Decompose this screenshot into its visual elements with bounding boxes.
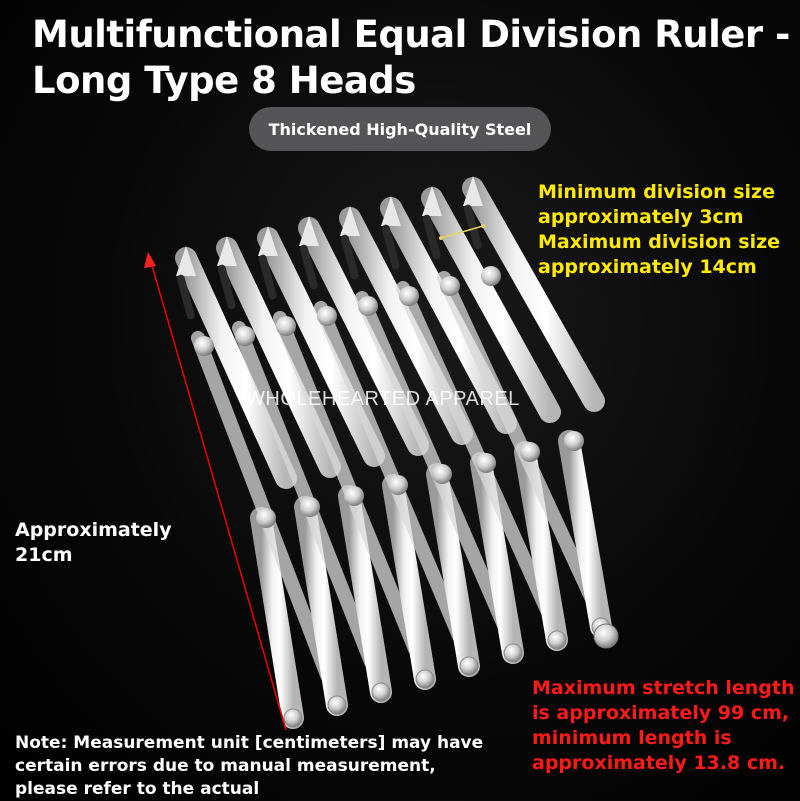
- ruler-bar: [355, 291, 510, 630]
- ruler-slot: [340, 234, 359, 280]
- rivet: [432, 464, 452, 484]
- rivet: [300, 497, 320, 517]
- ruler-bar: [421, 187, 561, 423]
- ruler-bar: [339, 207, 473, 445]
- rivet: [459, 656, 479, 676]
- ruler-slot: [463, 204, 482, 250]
- ruler-bar: [558, 430, 612, 638]
- ruler-rivets: [194, 266, 619, 728]
- rivet: [593, 623, 619, 649]
- ruler-bar: [298, 217, 429, 456]
- ruler-slot: [381, 224, 400, 270]
- rivet: [358, 296, 378, 316]
- ruler-slot: [422, 214, 441, 260]
- rivet: [547, 630, 567, 650]
- rivet: [564, 431, 584, 451]
- ruler-tip: [340, 206, 360, 236]
- rivet: [276, 316, 296, 336]
- rivet: [440, 276, 460, 296]
- rivet: [235, 326, 255, 346]
- length-arrow: [144, 252, 287, 731]
- rivet: [388, 475, 408, 495]
- rivet: [327, 695, 347, 715]
- rivet: [194, 336, 214, 356]
- ruler-tip: [381, 196, 401, 226]
- rivet: [481, 266, 501, 286]
- rivet: [371, 682, 391, 702]
- rivet: [503, 643, 523, 663]
- ruler-bar: [426, 463, 480, 677]
- material-badge: Thickened High-Quality Steel: [249, 107, 551, 151]
- ruler-bar: [273, 311, 422, 656]
- ruler-tip: [258, 226, 278, 256]
- ruler-bar: [232, 321, 378, 669]
- stretch-length-note: Maximum stretch length is approximately …: [532, 677, 795, 774]
- ruler-slot: [299, 244, 318, 290]
- ruler-tip: [217, 236, 237, 266]
- ruler-bar: [462, 177, 605, 412]
- ruler-bar: [191, 331, 334, 682]
- ruler-bar: [338, 485, 392, 703]
- rivet: [256, 508, 276, 528]
- rivet: [344, 486, 364, 506]
- ruler-bar: [314, 301, 466, 643]
- rivet: [283, 708, 303, 728]
- ruler-tip: [463, 176, 483, 206]
- ruler-slot: [258, 254, 277, 300]
- ruler-bar: [250, 507, 304, 729]
- ruler-bars: [175, 176, 612, 729]
- page-title: Multifunctional Equal Division Ruler - L…: [32, 13, 790, 102]
- ruler-bar: [294, 496, 348, 716]
- ruler-bar: [382, 474, 436, 690]
- rivet: [520, 442, 540, 462]
- ruler-bar: [175, 247, 297, 489]
- length-label: Approximately 21cm: [15, 519, 172, 566]
- ruler-tip: [176, 246, 196, 276]
- ruler-slot: [176, 274, 195, 320]
- ruler-bar: [216, 237, 341, 478]
- ruler-tip: [299, 216, 319, 246]
- rivet: [399, 286, 419, 306]
- rivet: [415, 669, 435, 689]
- division-marker: [439, 224, 485, 240]
- ruler-bar: [470, 452, 524, 664]
- ruler-tip: [422, 186, 442, 216]
- ruler-bar: [437, 271, 598, 604]
- measurement-disclaimer: Note: Measurement unit [centimeters] may…: [15, 733, 484, 799]
- division-size-note: Minimum division size approximately 3cm …: [538, 181, 781, 278]
- ruler-bar: [396, 281, 554, 617]
- ruler-bar: [257, 227, 385, 467]
- rivet: [476, 453, 496, 473]
- watermark: WHOLEHEARTED APPAREL: [246, 388, 520, 410]
- ruler-bar: [514, 441, 568, 651]
- rivet: [317, 306, 337, 326]
- ruler-slot: [217, 264, 236, 310]
